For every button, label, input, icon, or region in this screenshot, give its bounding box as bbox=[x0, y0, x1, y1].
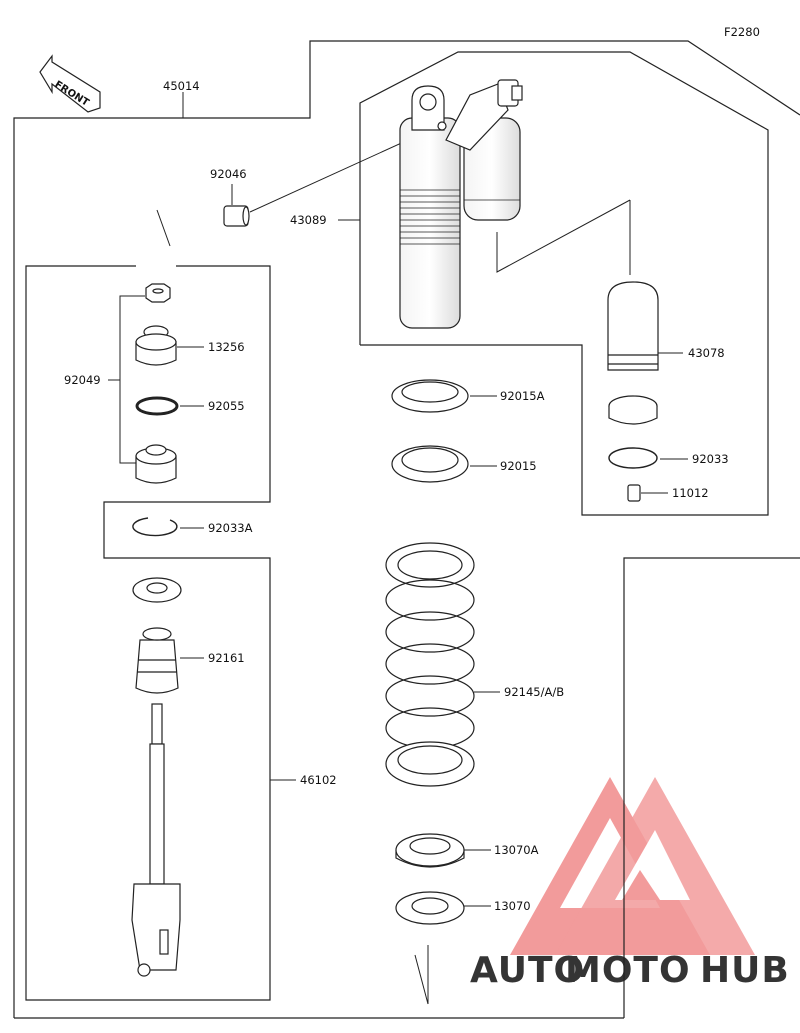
bushing-lower bbox=[135, 444, 177, 484]
shock-body-43089 bbox=[399, 79, 523, 329]
label-43089: 43089 bbox=[290, 213, 327, 227]
label-92055: 92055 bbox=[208, 399, 245, 413]
front-arrow-icon: FRONT bbox=[39, 54, 101, 113]
label-92015: 92015 bbox=[500, 459, 537, 473]
washer-seat bbox=[132, 577, 182, 603]
label-13256: 13256 bbox=[208, 340, 245, 354]
label-92015A: 92015A bbox=[500, 389, 545, 403]
label-43078: 43078 bbox=[688, 346, 725, 360]
spring-seat-13070 bbox=[395, 891, 465, 925]
circlip-92033 bbox=[608, 447, 658, 469]
seal-cap bbox=[608, 395, 658, 425]
nut-icon bbox=[145, 283, 171, 303]
label-92049: 92049 bbox=[64, 373, 101, 387]
adjuster-nut-92015 bbox=[391, 445, 469, 483]
coil-spring-92145 bbox=[385, 542, 475, 787]
piston-rod-46102 bbox=[131, 703, 181, 977]
bushing-92046 bbox=[223, 205, 250, 227]
circlip-92033A bbox=[132, 517, 178, 537]
label-92046: 92046 bbox=[210, 167, 247, 181]
figure-code: F2280 bbox=[724, 25, 760, 39]
o-ring-92055 bbox=[135, 396, 179, 416]
part-labels: F2280 45014 92046 43089 43078 13256 9204… bbox=[64, 25, 760, 913]
valve-11012 bbox=[627, 484, 641, 502]
bump-stop-92161 bbox=[135, 627, 179, 694]
reservoir-cap-43078 bbox=[607, 281, 659, 371]
watermark-auto: AUTO bbox=[470, 950, 585, 991]
leader-lines bbox=[108, 92, 688, 1005]
watermark-logo: AUTO MOTO HUB bbox=[470, 777, 790, 991]
label-13070A: 13070A bbox=[494, 843, 539, 857]
label-13070: 13070 bbox=[494, 899, 531, 913]
spring-seat-13070A bbox=[395, 833, 465, 868]
label-92145: 92145/A/B bbox=[504, 685, 564, 699]
label-92033: 92033 bbox=[692, 452, 729, 466]
label-45014: 45014 bbox=[163, 79, 200, 93]
watermark-moto: MOTO bbox=[565, 950, 691, 991]
label-92161: 92161 bbox=[208, 651, 245, 665]
label-46102: 46102 bbox=[300, 773, 337, 787]
locknut-92015A bbox=[391, 379, 469, 413]
label-92033A: 92033A bbox=[208, 521, 253, 535]
group-outlines bbox=[13, 40, 800, 1019]
bushing-13256 bbox=[135, 325, 177, 366]
label-11012: 11012 bbox=[672, 486, 709, 500]
watermark-hub: HUB bbox=[700, 950, 790, 991]
